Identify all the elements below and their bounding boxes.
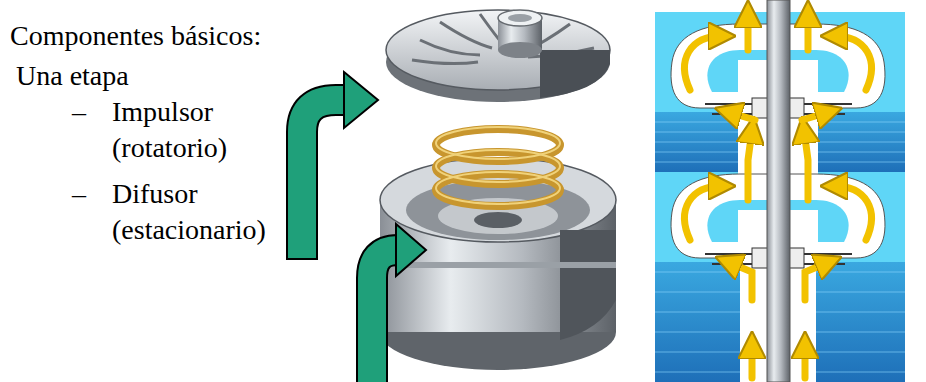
diffuser-drawing	[380, 127, 616, 370]
part-name: Impulsor (rotatorio)	[112, 94, 262, 166]
impeller-drawing	[386, 10, 610, 102]
part-name: Difusor (estacionario)	[112, 176, 287, 248]
stage-heading: Una etapa	[16, 58, 129, 94]
pump-section	[655, 0, 905, 382]
slide-title: Componentes básicos:	[10, 18, 261, 54]
pointer-arrow	[302, 72, 378, 260]
bullet-dash: –	[72, 94, 86, 130]
bullet-dash: –	[72, 176, 86, 212]
pointer-arrow	[372, 224, 426, 382]
